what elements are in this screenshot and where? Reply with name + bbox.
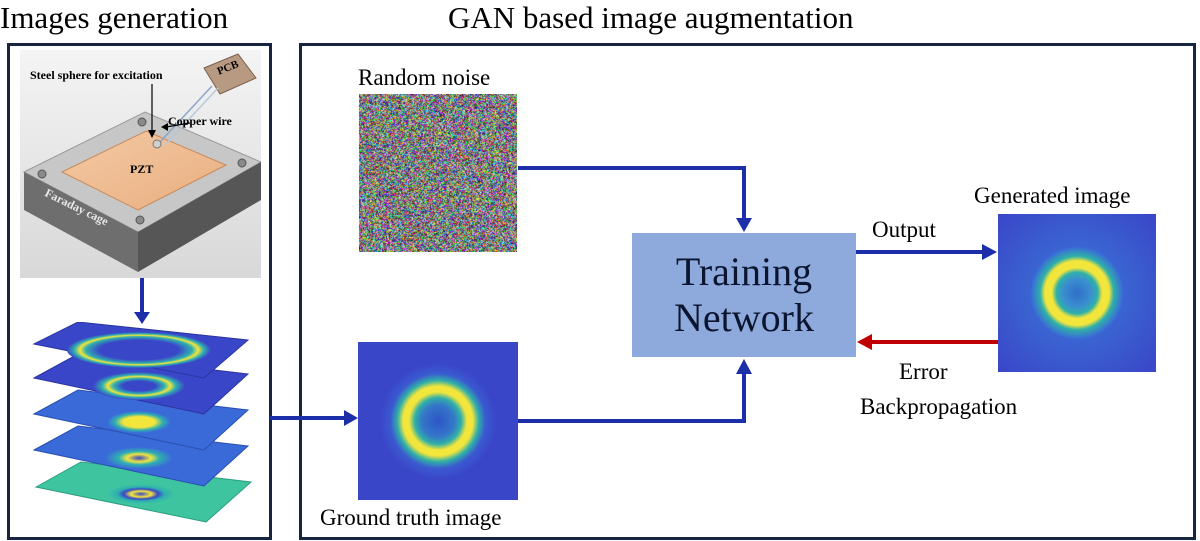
training-network-line2: Network — [674, 295, 814, 340]
gan-augmentation-panel — [299, 43, 1196, 540]
arrow-to-ground-truth — [270, 408, 360, 428]
images-generation-title: Images generation — [0, 0, 229, 35]
steel-sphere-label: Steel sphere for excitation — [30, 68, 163, 82]
output-label: Output — [872, 217, 936, 242]
copper-wire-label: Copper wire — [168, 114, 232, 128]
stacked-wavefield-images — [26, 322, 256, 527]
gan-augmentation-title: GAN based image augmentation — [448, 0, 854, 35]
training-network-box: Training Network — [632, 233, 856, 357]
training-network-line1: Training — [675, 249, 813, 294]
error-label: Error — [899, 359, 948, 384]
ground-truth-image — [358, 342, 518, 500]
generated-image-label: Generated image — [974, 183, 1131, 208]
backpropagation-label: Backpropagation — [860, 394, 1018, 419]
ground-truth-label: Ground truth image — [320, 505, 502, 530]
generated-image — [998, 214, 1156, 372]
random-noise-image — [359, 94, 517, 252]
random-noise-label: Random noise — [358, 65, 491, 90]
pzt-label: PZT — [130, 162, 154, 176]
arrow-setup-to-stack — [132, 278, 152, 328]
experimental-setup-image: Steel sphere for excitation Copper wire … — [20, 50, 261, 278]
images-generation-panel — [7, 43, 272, 540]
